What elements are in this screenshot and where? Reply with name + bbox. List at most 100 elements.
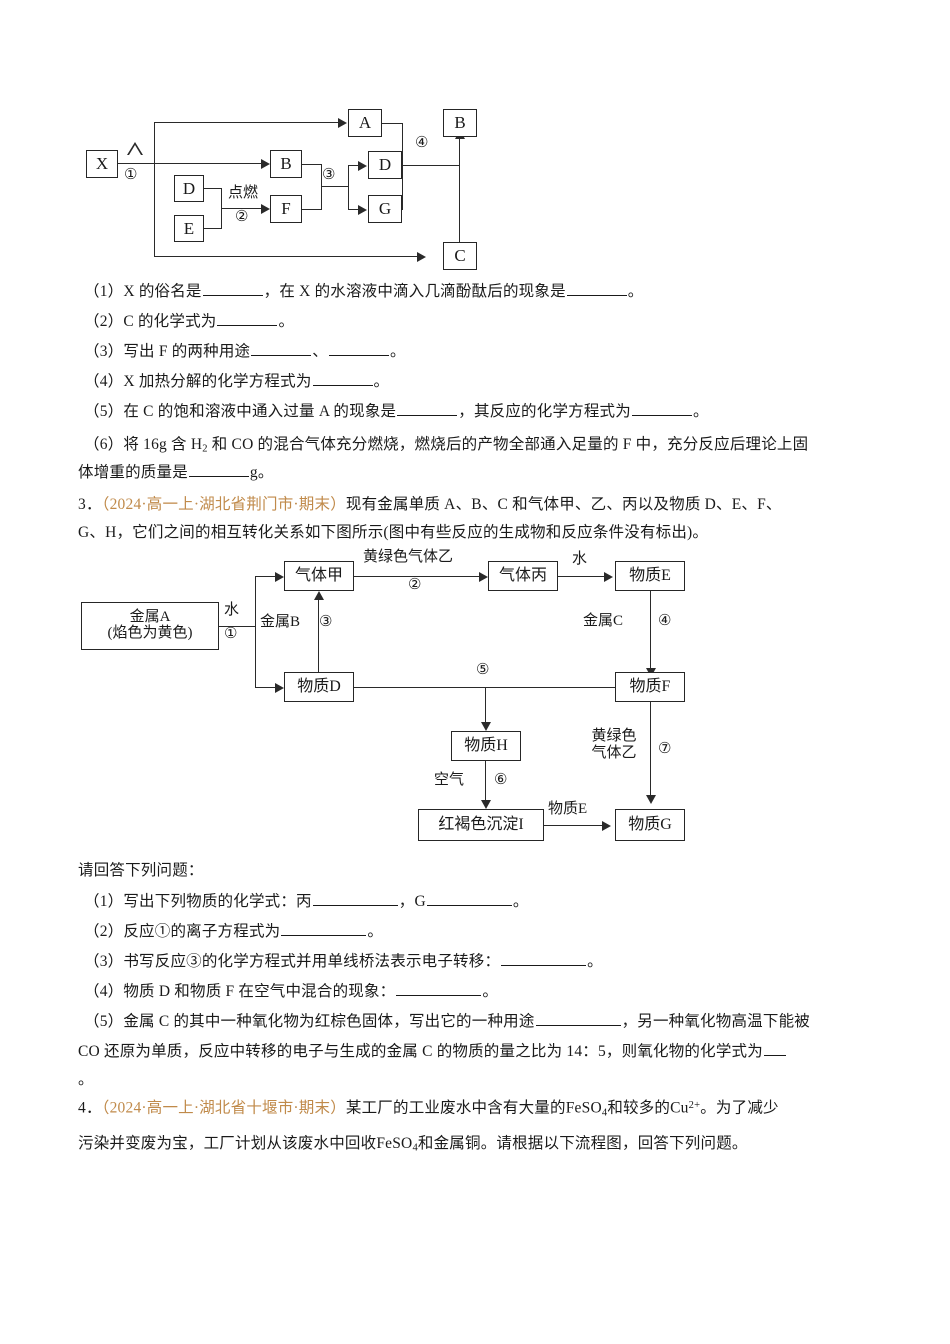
q2-item-1-no: （1） [84, 283, 124, 300]
q3-item-5-text-c: CO 还原为单质，反应中转移的电子与生成的金属 C 的物质的量之比为 14：5，… [78, 1043, 763, 1060]
q4-formula-feso4-1-sub: 4 [601, 1107, 608, 1119]
q2-item-1: （1）X 的俗名是，在 X 的水溶液中滴入几滴酚酞后的现象是。 [84, 278, 644, 306]
q4-formula-feso4-2-sub: 4 [412, 1142, 418, 1154]
box-substance-d: 物质D [284, 672, 354, 702]
flow1-top-rail [154, 122, 345, 124]
yellow-green-gas-yi-label-2: 黄绿色 气体乙 [583, 728, 645, 763]
q2-item-6-sub: 2 [202, 443, 208, 455]
q2-item-6-text-b: 和 CO 的混合气体充分燃烧，燃烧后的产物全部通入足量的 F 中，充分反应后理论… [207, 436, 809, 453]
box-b-right: B [443, 109, 477, 137]
q2-item-5-no: （5） [84, 403, 124, 420]
water-label-1: 水 [224, 602, 240, 618]
flow1-de-to-f [221, 208, 267, 210]
flow2-arrow-jia-to-bing [479, 572, 488, 582]
flow1-to-d-right [348, 165, 364, 167]
q4-source: （2024·高一上·湖北省十堰市·期末） [101, 1099, 346, 1117]
box-precipitate-i: 红褐色沉淀I [418, 809, 544, 841]
flow2-arrow-f-to-g [646, 795, 656, 804]
q3-item-4: （4）物质 D 和物质 F 在空气中混合的现象：。 [84, 978, 498, 1006]
q2-item-3-blank-2[interactable] [328, 340, 389, 356]
flow2-i-to-g [544, 825, 608, 827]
flow1-d-merge [204, 188, 222, 190]
q2-item-4-no: （4） [84, 373, 124, 390]
flow2-to-substance-d [255, 687, 282, 689]
yellow-green-line2: 气体乙 [591, 745, 637, 762]
q2-item-1-blank-2[interactable] [566, 280, 627, 296]
flow2-h-to-i [485, 761, 487, 805]
q2-item-2: （2）C 的化学式为。 [84, 308, 294, 336]
box-metal-a: 金属A (焰色为黄色) [81, 602, 219, 650]
q2-item-6-blank-1[interactable] [188, 461, 249, 477]
q2-item-5-blank-2[interactable] [631, 400, 692, 416]
flow2-step-5-label: ⑤ [476, 662, 490, 678]
q2-item-6-text-a: 将 16g 含 H [123, 436, 203, 453]
q3-item-5-blank-2[interactable] [763, 1040, 786, 1056]
flow2-arrow-d-to-jia [314, 591, 324, 600]
flow1-a-out [382, 123, 403, 125]
flow1-bf-stem [321, 186, 349, 188]
metal-c-label: 金属C [583, 613, 624, 629]
flow1-arrow-to-f [261, 204, 270, 214]
q4-number: 4． [78, 1099, 102, 1117]
q3-item-2-blank-1[interactable] [281, 920, 367, 936]
flow2-arrow-bus-to-h [481, 722, 491, 731]
q3-prompt: 请回答下列问题： [78, 862, 204, 879]
box-d-left: D [174, 175, 204, 202]
q3-item-3-blank-1[interactable] [501, 950, 587, 966]
yellow-green-line1: 黄绿色 [591, 728, 637, 744]
flow2-e-to-f [650, 591, 652, 673]
q3-item-5-text-b: ，另一种氧化物高温下能被 [621, 1013, 810, 1030]
box-e-left: E [174, 215, 204, 242]
ignite-label: 点燃 [228, 185, 259, 201]
flow2-arrow-to-gas-jia [275, 572, 284, 582]
q2-item-6-line1: （6）将 16g 含 H2 和 CO 的混合气体充分燃烧，燃烧后的产物全部通入足… [84, 431, 808, 464]
q2-item-5-text-c: 。 [692, 403, 709, 420]
flow1-g-out [402, 209, 403, 211]
q4-text-e: 和金属铜。请根据以下流程图，回答下列问题。 [417, 1135, 748, 1152]
box-metal-a-line1: 金属A [129, 609, 171, 626]
box-substance-e-top: 物质E [615, 561, 685, 591]
water-label-2: 水 [572, 551, 588, 567]
q2-item-5: （5）在 C 的饱和溶液中通入过量 A 的现象是，其反应的化学方程式为。 [84, 398, 709, 426]
q3-stem-line1: 现有金属单质 A、B、C 和气体甲、乙、丙以及物质 D、E、F、 [345, 496, 782, 513]
flow1-f-out [302, 209, 322, 211]
q2-item-6-no: （6） [84, 436, 124, 453]
q4-text-c: 。为了减少 [700, 1099, 779, 1117]
q2-item-4-blank-1[interactable] [312, 370, 373, 386]
flow2-step-6-label: ⑥ [494, 772, 508, 788]
q3-header-line2: G、H，它们之间的相互转化关系如下图所示(图中有些反应的生成物和反应条件没有标出… [78, 524, 709, 541]
q2-item-1-text-b: ，在 X 的水溶液中滴入几滴酚酞后的现象是 [263, 283, 566, 300]
q3-item-5-blank-1[interactable] [535, 1010, 621, 1026]
q2-item-4: （4）X 加热分解的化学方程式为。 [84, 368, 389, 396]
q2-item-5-blank-1[interactable] [397, 400, 458, 416]
box-d-right: D [368, 151, 402, 179]
q3-item-3-text-b: 。 [587, 953, 603, 970]
q2-item-3-blank-1[interactable] [251, 340, 312, 356]
q3-item-1-blank-2[interactable] [426, 890, 512, 906]
q3-item-2-no: （2） [84, 923, 124, 940]
flow1-step-3-label: ③ [322, 167, 336, 183]
q3-item-3: （3）书写反应③的化学方程式并用单线桥法表示电子转移：。 [84, 948, 603, 976]
q3-item-1-blank-1[interactable] [312, 890, 398, 906]
q2-item-2-blank-1[interactable] [217, 310, 278, 326]
q4-formula-feso4-2: FeSO [376, 1135, 413, 1152]
box-gas-jia: 气体甲 [284, 561, 354, 591]
box-gas-bing: 气体丙 [488, 561, 558, 591]
q3-item-1-text-b: ，G [398, 893, 426, 910]
flow1-collector-stem [402, 165, 460, 167]
box-c: C [443, 242, 477, 270]
flow1-bottom-rail [154, 256, 424, 258]
q4-text-b: 和较多的 [607, 1099, 671, 1117]
q3-source: （2024·高一上·湖北省荆门市·期末） [101, 496, 346, 513]
q4-formula-cu-sup: 2+ [688, 1100, 701, 1111]
q2-item-2-text-b: 。 [278, 313, 295, 330]
flow1-to-g [348, 209, 364, 211]
q3-item-4-blank-1[interactable] [396, 980, 482, 996]
q2-item-3-no: （3） [84, 343, 124, 360]
flow2-arrow-i-to-g [602, 821, 611, 831]
q3-item-3-no: （3） [84, 953, 124, 970]
flow1-arrow-to-c [417, 252, 426, 262]
q2-item-3: （3）写出 F 的两种用途、。 [84, 338, 406, 366]
flow1-x-to-b-line [118, 163, 268, 165]
q2-item-1-blank-1[interactable] [202, 280, 263, 296]
